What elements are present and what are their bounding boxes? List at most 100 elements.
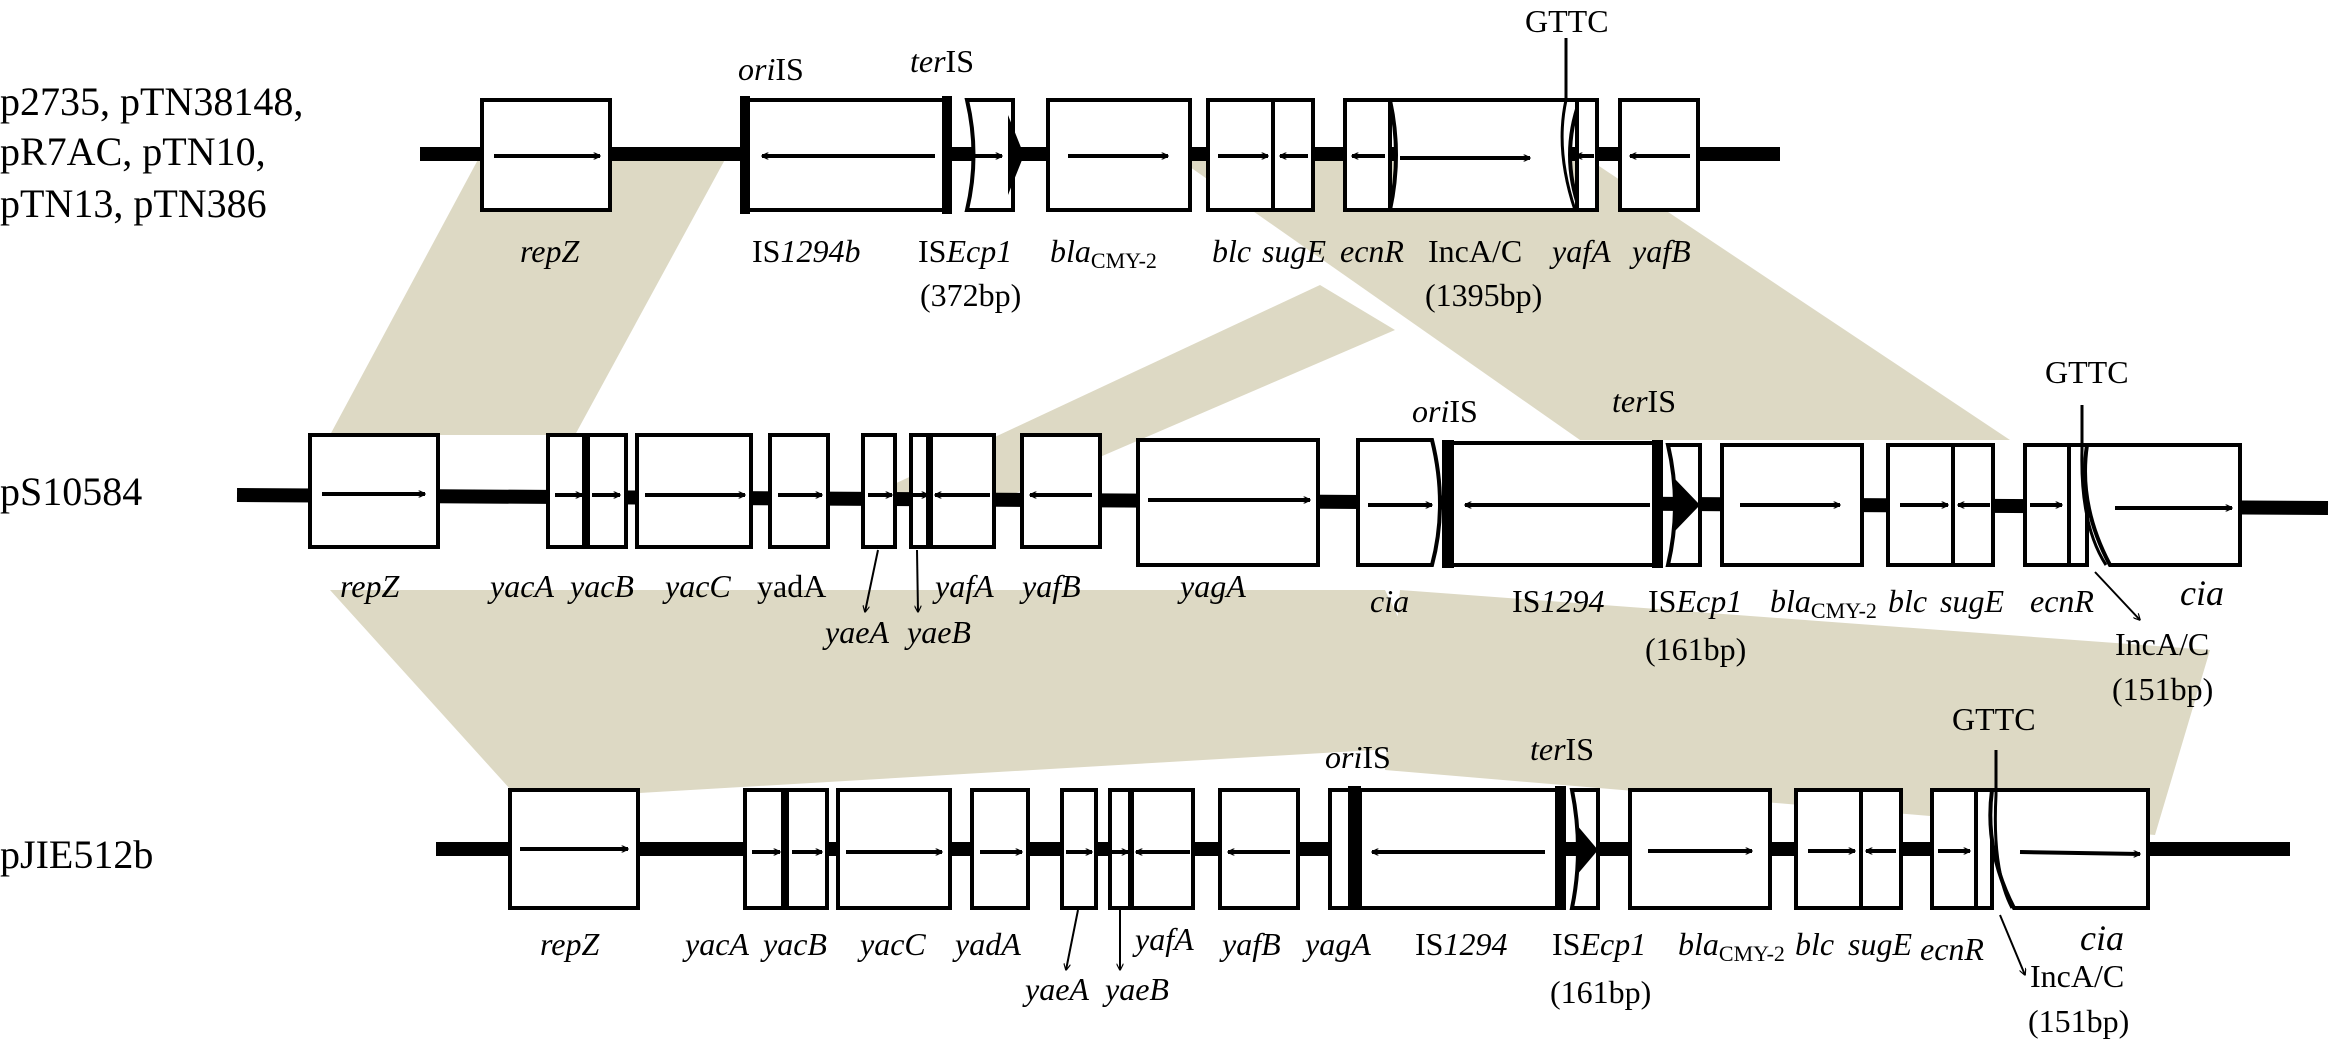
- gene-box-yacB: [783, 788, 829, 910]
- terIS-label: terIS: [1530, 731, 1594, 767]
- homology-repZ-t1-t2: [330, 154, 728, 435]
- gttc-label: GTTC: [1525, 3, 1609, 39]
- gene-label-yafB: yafB: [1629, 233, 1691, 269]
- gene-label-repZ: repZ: [520, 233, 580, 269]
- junction-marker: [926, 435, 933, 547]
- ISEcp1-label: ISEcp1: [918, 233, 1012, 269]
- homology-bla-t2-t3: [1385, 590, 2210, 835]
- ISEcp1-length: (161bp): [1645, 631, 1746, 667]
- gene-label-ecnR: ecnR: [2030, 583, 2094, 619]
- gene-box-yafB: [1218, 788, 1300, 910]
- gene-label-yadA: yadA: [952, 926, 1021, 962]
- cia-box: [1988, 788, 2150, 910]
- gene-box-yacC: [836, 788, 952, 910]
- IncAC-length: (1395bp): [1425, 277, 1542, 313]
- gene-box-yacA: [743, 788, 787, 910]
- IS1294-label: IS1294: [1512, 583, 1604, 619]
- gene-label-yacC: yacC: [662, 568, 731, 604]
- gene-box-yaeA: [861, 433, 897, 549]
- gene-label-repZ: repZ: [540, 926, 600, 962]
- cia-right-box: [2083, 443, 2242, 567]
- gene-label-blc: blc: [1795, 926, 1834, 962]
- gene-label-yagA: yagA: [1302, 926, 1371, 962]
- oriIS-label: oriIS: [1412, 393, 1478, 429]
- gene-box-yadA: [970, 788, 1030, 910]
- gene-box-yafB: [1020, 433, 1102, 549]
- gene-box-yacC: [635, 433, 753, 549]
- ISEcp1-flag: [1674, 478, 1700, 532]
- gttc-site: [1993, 750, 2014, 909]
- arrow-leader: [1066, 909, 1079, 970]
- ISEcp1-label: ISEcp1: [1552, 926, 1646, 962]
- gene-label-blc: blc: [1888, 583, 1927, 619]
- ISEcp1-flag: [1576, 824, 1598, 876]
- gene-label-sugE: sugE: [1940, 583, 2004, 619]
- arrow-leader: [1999, 914, 2025, 975]
- gene-label-blc: blc: [1212, 233, 1251, 269]
- gene-label-cia: cia: [1370, 583, 1409, 619]
- terIS-marker: [942, 96, 952, 214]
- ISEcp1-label: ISEcp1: [1648, 583, 1742, 619]
- gene-label-bla: blaCMY-2: [1050, 233, 1157, 273]
- gene-box-yadA: [768, 433, 830, 549]
- gttc-site: [1560, 38, 1577, 211]
- IncAC-box: [1387, 98, 1583, 212]
- gene-box-yaeA: [1060, 788, 1098, 910]
- track-label: p2735, pTN38148, pR7AC, pTN10, pTN13, pT…: [0, 79, 313, 226]
- gene-label-yaeB: yaeB: [904, 614, 971, 650]
- gttc-site: [2080, 405, 2108, 566]
- junction-marker: [1128, 790, 1134, 908]
- gene-label-sugE: sugE: [1848, 926, 1912, 962]
- oriIS-marker: [1348, 786, 1361, 910]
- gene-label-bla: blaCMY-2: [1678, 926, 1785, 966]
- track-label-line: p2735, pTN38148,: [0, 79, 303, 124]
- track-1: p2735, pTN38148, pR7AC, pTN10, pTN13, pT…: [0, 3, 1780, 313]
- IncAC-length: (151bp): [2028, 1003, 2129, 1039]
- oriIS-label: oriIS: [1325, 739, 1391, 775]
- gene-box-yacB: [584, 433, 628, 549]
- gene-label-yaeA: yaeA: [822, 614, 889, 650]
- gene-label-yacC: yacC: [857, 926, 926, 962]
- gene-label-yafA: yafA: [932, 568, 994, 604]
- track-label: pS10584: [0, 469, 142, 514]
- gene-label-yadA: yadA: [757, 568, 826, 604]
- gene-label-yafA: yafA: [1549, 233, 1611, 269]
- arrow-leader: [2094, 571, 2140, 620]
- oriIS-label: oriIS: [738, 51, 804, 87]
- track-2: pS10584 repZ yacA yacB yacC yadA yaeA ya…: [0, 354, 2329, 707]
- gene-label-yacB: yacB: [567, 568, 634, 604]
- gene-box-yagA: [1136, 438, 1320, 567]
- gene-box-yaeB: [1108, 788, 1132, 910]
- gene-label-cia-right: cia: [2180, 573, 2224, 613]
- gttc-label: GTTC: [1952, 701, 2036, 737]
- gene-label-ecnR: ecnR: [1340, 233, 1404, 269]
- gene-label-ecnR: ecnR: [1920, 931, 1984, 967]
- gene-label-yaeA: yaeA: [1022, 971, 1089, 1007]
- gene-label-yacA: yacA: [487, 568, 554, 604]
- track-3: pJIE512b repZ yacA yacB yacC yadA yaeA y…: [0, 701, 2290, 1039]
- gene-box-yafA: [927, 433, 996, 549]
- ISEcp1-flag: [1008, 115, 1024, 195]
- gene-label-bla: blaCMY-2: [1770, 583, 1877, 623]
- arrow-right: [2019, 850, 2140, 854]
- gene-box-yacA: [546, 433, 588, 549]
- track-label-line: pTN13, pTN386: [0, 181, 267, 226]
- gene-label-cia: cia: [2080, 918, 2124, 958]
- terIS-marker: [1555, 786, 1566, 910]
- gene-label-yagA: yagA: [1177, 568, 1246, 604]
- track-label: pJIE512b: [0, 832, 153, 877]
- gene-label-yafB: yafB: [1019, 568, 1081, 604]
- gene-label-yafA: yafA: [1132, 921, 1194, 957]
- homology-bla-t1-t2: [1180, 160, 2010, 440]
- oriIS-marker: [740, 96, 750, 214]
- gene-label-sugE: sugE: [1262, 233, 1326, 269]
- gene-label-yacA: yacA: [682, 926, 749, 962]
- arrow-leader: [865, 549, 879, 612]
- IncAC-label: IncA/C: [1428, 233, 1522, 269]
- gene-box-yafA: [1128, 788, 1195, 910]
- terIS-label: terIS: [910, 43, 974, 79]
- gene-label-repZ: repZ: [340, 568, 400, 604]
- junction-marker: [781, 790, 789, 908]
- track-label-line: pR7AC, pTN10,: [0, 129, 266, 174]
